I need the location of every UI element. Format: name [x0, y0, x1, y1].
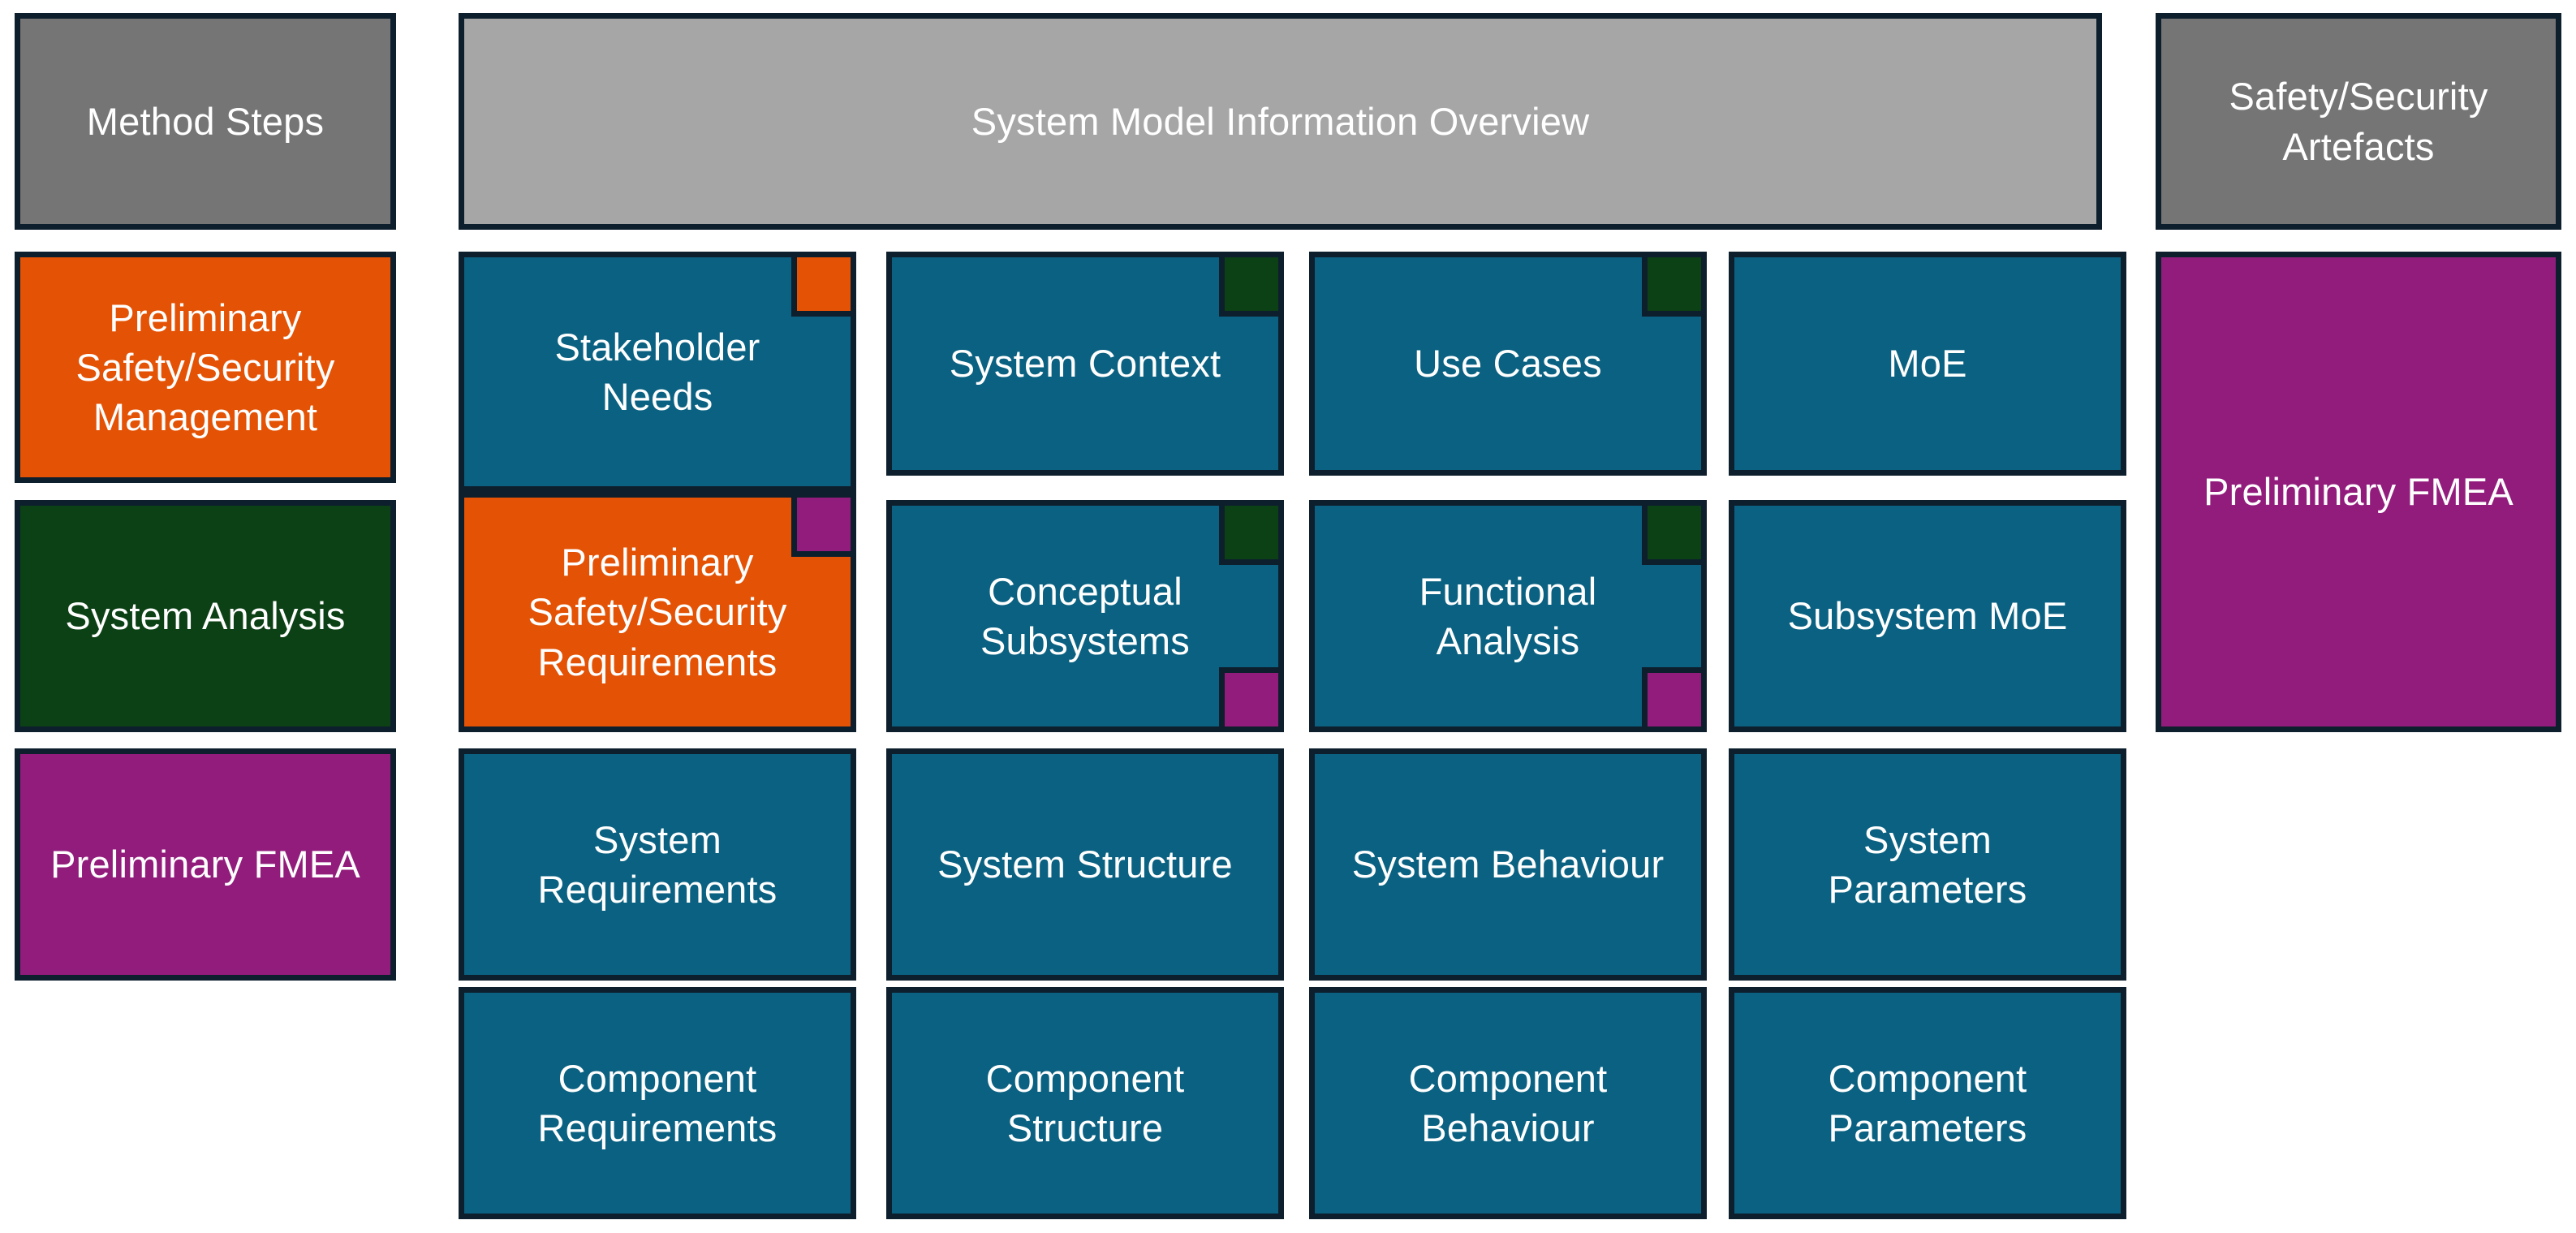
method-step-preliminary-fmea[interactable]: Preliminary FMEA: [15, 748, 396, 981]
method-step-label: Preliminary Safety/Security Management: [75, 295, 335, 439]
method-step-system-analysis[interactable]: System Analysis: [15, 500, 396, 732]
info-cell-system-parameters[interactable]: System Parameters: [1729, 748, 2126, 981]
info-cell-component-parameters[interactable]: Component Parameters: [1729, 987, 2126, 1219]
info-cell-label: Component Behaviour: [1408, 1056, 1608, 1149]
info-cell-label: Stakeholder Needs: [554, 325, 760, 418]
method-step-label: System Analysis: [65, 594, 346, 638]
info-cell-system-requirements[interactable]: System Requirements: [459, 748, 856, 981]
method-step-preliminary-safety-security-management[interactable]: Preliminary Safety/Security Management: [15, 252, 396, 483]
info-cell-component-structure[interactable]: Component Structure: [886, 987, 1284, 1219]
overview-header: System Model Information Overview: [459, 13, 2102, 230]
info-cell-functional-analysis[interactable]: Functional Analysis: [1309, 500, 1707, 732]
marker-green-icon: [1219, 252, 1284, 317]
marker-magenta-icon: [1642, 667, 1707, 732]
info-cell-system-structure[interactable]: System Structure: [886, 748, 1284, 981]
info-cell-label: System Parameters: [1828, 817, 2027, 911]
marker-magenta-icon: [1219, 667, 1284, 732]
method-step-label: Preliminary FMEA: [50, 843, 360, 886]
info-cell-system-context[interactable]: System Context: [886, 252, 1284, 476]
info-cell-label: Functional Analysis: [1419, 569, 1597, 662]
info-cell-preliminary-safety-security-requirements[interactable]: Preliminary Safety/Security Requirements: [459, 492, 856, 732]
info-cell-label: Component Parameters: [1828, 1056, 2027, 1149]
info-cell-component-requirements[interactable]: Component Requirements: [459, 987, 856, 1219]
info-cell-label: Use Cases: [1414, 342, 1602, 386]
info-cell-label: Preliminary Safety/Security Requirements: [528, 541, 787, 683]
info-cell-label: System Structure: [937, 843, 1233, 886]
info-cell-system-behaviour[interactable]: System Behaviour: [1309, 748, 1707, 981]
marker-green-icon: [1219, 500, 1284, 565]
marker-magenta-icon: [791, 492, 856, 557]
info-cell-conceptual-subsystems[interactable]: Conceptual Subsystems: [886, 500, 1284, 732]
info-cell-label: Conceptual Subsystems: [980, 569, 1190, 662]
info-cell-subsystem-moe[interactable]: Subsystem MoE: [1729, 500, 2126, 732]
overview-header-label: System Model Information Overview: [971, 99, 1590, 143]
info-cell-label: Subsystem MoE: [1787, 594, 2068, 638]
marker-orange-icon: [791, 252, 856, 317]
info-cell-moe[interactable]: MoE: [1729, 252, 2126, 476]
info-cell-use-cases[interactable]: Use Cases: [1309, 252, 1707, 476]
info-cell-stakeholder-needs[interactable]: Stakeholder Needs: [459, 252, 856, 492]
info-cell-component-behaviour[interactable]: Component Behaviour: [1309, 987, 1707, 1219]
method-steps-header-label: Method Steps: [86, 99, 325, 143]
info-cell-label: Component Structure: [985, 1056, 1185, 1149]
info-cell-label: System Context: [949, 342, 1221, 386]
artefact-preliminary-fmea[interactable]: Preliminary FMEA: [2156, 252, 2561, 732]
info-cell-label: Component Requirements: [537, 1056, 778, 1149]
artefacts-header-label: Safety/Security Artefacts: [2229, 75, 2488, 168]
info-cell-label: MoE: [1888, 342, 1967, 386]
info-cell-label: System Requirements: [537, 817, 778, 911]
marker-green-icon: [1642, 500, 1707, 565]
artefact-label: Preliminary FMEA: [2203, 470, 2514, 514]
artefacts-header: Safety/Security Artefacts: [2156, 13, 2561, 230]
marker-green-icon: [1642, 252, 1707, 317]
info-cell-label: System Behaviour: [1351, 843, 1665, 886]
method-steps-header: Method Steps: [15, 13, 396, 230]
